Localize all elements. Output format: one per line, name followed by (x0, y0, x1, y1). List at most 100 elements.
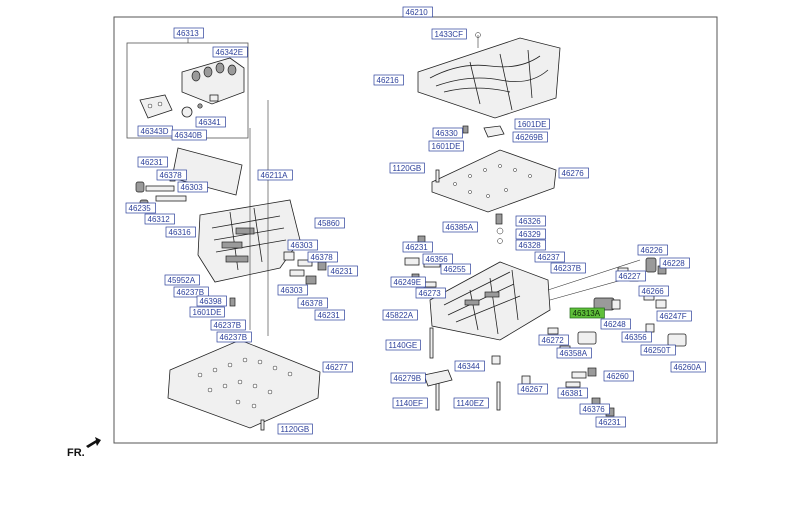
part-label-box (453, 397, 489, 409)
part-label-text: 46237 (538, 253, 561, 262)
part-label-box (659, 257, 690, 269)
part-label-46250t: 46250T (640, 344, 676, 356)
part-label-box (595, 416, 626, 428)
part-label-box (322, 361, 353, 373)
part-label-46385a: 46385A (442, 221, 478, 233)
part-label-box (287, 239, 318, 251)
part-label-box (177, 181, 208, 193)
part-label-box (390, 276, 426, 288)
part-label-45860: 45860 (314, 217, 345, 229)
part-label-text: 46250T (644, 346, 671, 355)
part-label-46356a: 46356 (422, 253, 453, 265)
part-label-text: 46328 (519, 241, 542, 250)
part-label-text: 1601DE (432, 142, 461, 151)
upper-valve-body (197, 199, 301, 283)
part-label-text: 46376 (583, 405, 606, 414)
part-label-box (579, 403, 610, 415)
part-label-1120gba: 1120GB (277, 423, 313, 435)
part-label-text: 46340B (175, 131, 203, 140)
solenoid-bracket-assembly (139, 57, 245, 119)
filter-46269b (483, 125, 505, 138)
part-label-text: 46231 (599, 418, 622, 427)
part-label-46344: 46344 (454, 360, 485, 372)
part-label-text: 1140EZ (457, 399, 485, 408)
part-label-46340b: 46340B (171, 129, 207, 141)
part-label-text: 45822A (386, 311, 414, 320)
part-label-text: 46237B (554, 264, 582, 273)
part-label-text: 46303 (291, 241, 314, 250)
part-label-46266: 46266 (638, 285, 669, 297)
part-46326 (495, 213, 503, 225)
part-label-text: 46356 (426, 255, 449, 264)
right-solenoids (547, 257, 687, 417)
part-label-1140ge: 1140GE (385, 339, 421, 351)
bolt-1120gb-right (435, 169, 440, 183)
part-label-1120gbb: 1120GB (389, 162, 425, 174)
part-label-text: 46211A (261, 171, 289, 180)
part-label-text: 46248 (604, 320, 627, 329)
part-label-box (210, 319, 246, 331)
part-label-box (137, 156, 168, 168)
part-label-box (257, 169, 293, 181)
part-label-46279b: 46279B (390, 372, 426, 384)
part-label-box (195, 116, 226, 128)
part-label-box (442, 221, 478, 233)
part-label-box (556, 347, 592, 359)
part-46273 (423, 281, 437, 288)
part-label-box (392, 397, 428, 409)
part-label-46237bb: 46237B (210, 319, 246, 331)
part-label-box (569, 307, 605, 319)
part-label-box (428, 140, 464, 152)
part-label-1433cf: 1433CF (431, 28, 467, 40)
part-label-box (517, 383, 548, 395)
part-label-46211a: 46211A (257, 169, 293, 181)
part-label-text: 46255 (444, 265, 467, 274)
part-label-box (638, 285, 669, 297)
part-label-46341: 46341 (195, 116, 226, 128)
part-label-46267: 46267 (517, 383, 548, 395)
part-label-box (534, 251, 565, 263)
part-label-box (373, 74, 404, 86)
part-label-text: 46303 (281, 286, 304, 295)
part-label-45952a: 45952A (164, 274, 200, 286)
part-label-box (165, 226, 196, 238)
part-label-text: 46231 (406, 243, 429, 252)
part-label-text: 46326 (519, 217, 542, 226)
part-label-46231e: 46231 (595, 416, 626, 428)
part-label-46316: 46316 (165, 226, 196, 238)
part-46267 (521, 375, 531, 385)
part-label-text: 1140EF (396, 399, 424, 408)
part-label-46260: 46260 (603, 370, 634, 382)
part-label-text: 46267 (521, 385, 544, 394)
bolt-1140ef (435, 381, 440, 411)
part-label-box (615, 270, 646, 282)
part-label-text: 46378 (160, 171, 183, 180)
part-label-text: 46313 (177, 29, 200, 38)
part-label-text: 46231 (331, 267, 354, 276)
part-label-box (164, 274, 200, 286)
front-direction-label: FR. (67, 447, 85, 459)
part-label-box (189, 306, 225, 318)
part-label-box (402, 6, 433, 18)
part-label-box (558, 167, 589, 179)
part-label-46237bd: 46237B (550, 262, 586, 274)
part-label-box (173, 286, 209, 298)
gasket-46211a (171, 147, 243, 196)
part-label-box (603, 370, 634, 382)
part-label-box (196, 295, 227, 307)
part-label-box (512, 131, 548, 143)
part-label-box (173, 27, 204, 39)
part-label-box (515, 215, 546, 227)
part-label-box (314, 309, 345, 321)
part-label-46237: 46237 (534, 251, 565, 263)
part-label-46260a: 46260A (670, 361, 706, 373)
bolt-1140ge (429, 327, 434, 359)
part-label-1601dec: 1601DE (428, 140, 464, 152)
part-label-text: 46249E (394, 278, 422, 287)
part-label-box (415, 287, 446, 299)
part-label-text: 46381 (561, 389, 584, 398)
part-label-text: 46329 (519, 230, 542, 239)
part-label-text: 46231 (141, 158, 164, 167)
part-label-box (385, 339, 421, 351)
